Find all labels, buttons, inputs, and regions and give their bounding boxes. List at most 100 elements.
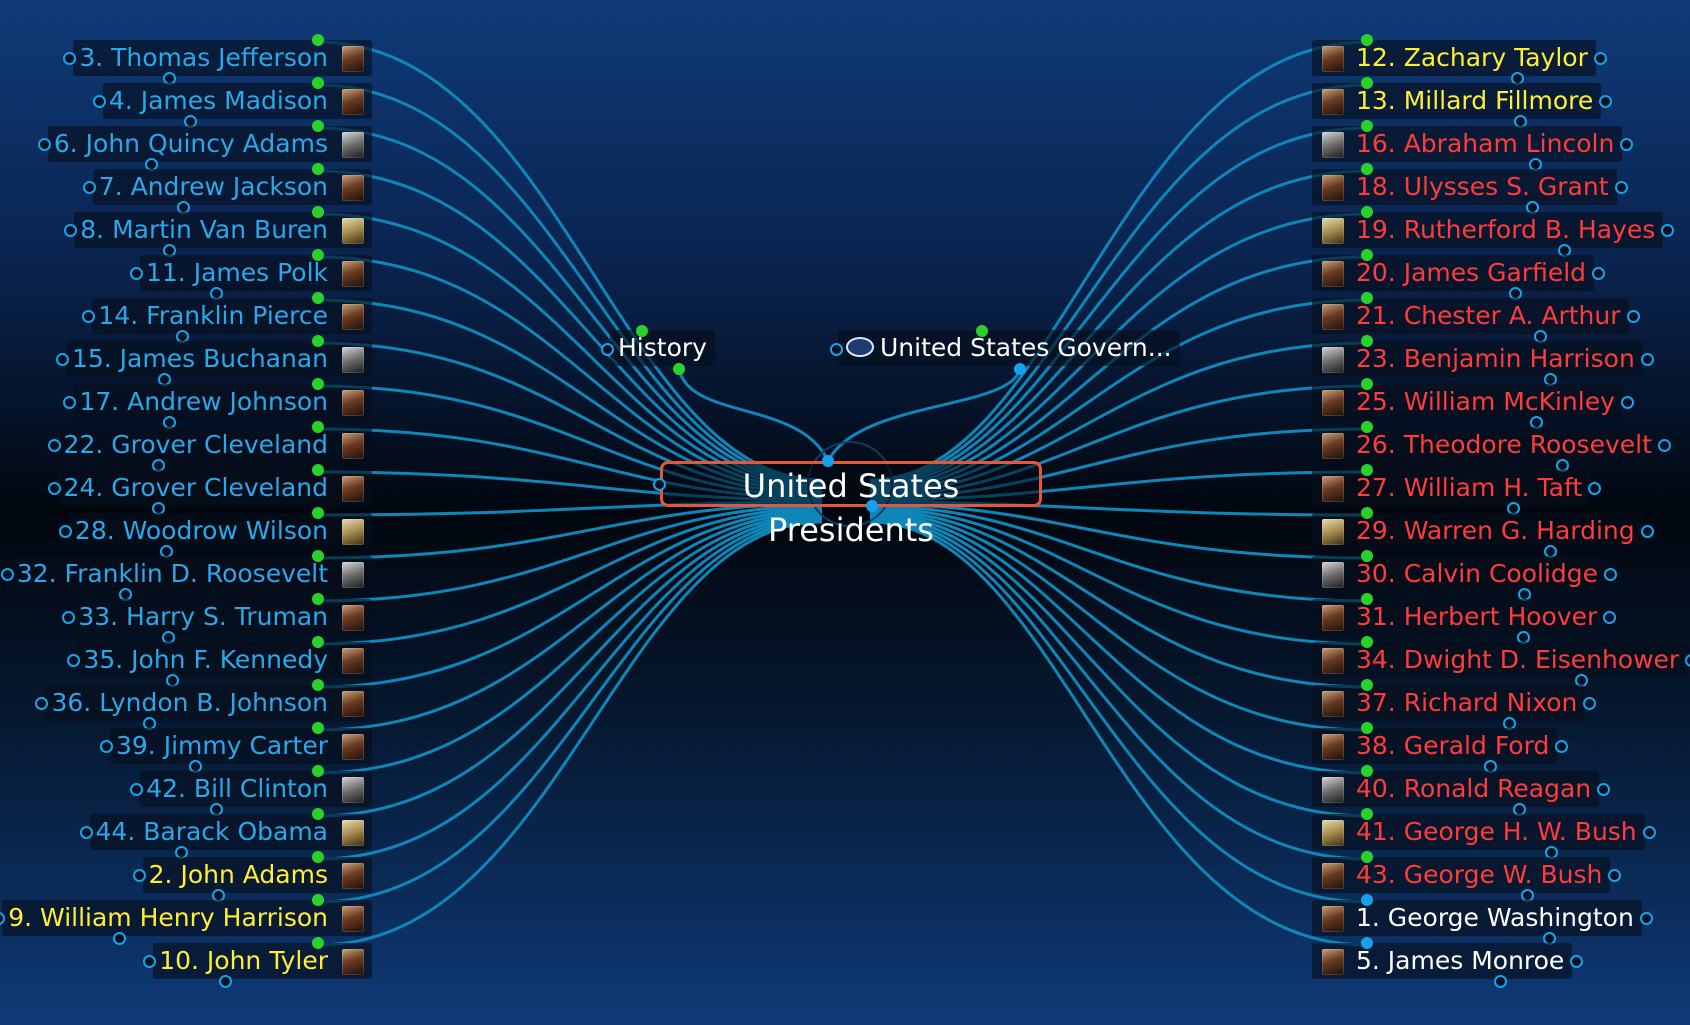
right-branch-link-connector[interactable]	[1361, 808, 1373, 820]
left-branch-link-connector[interactable]	[312, 464, 324, 476]
left-branch-outer-connector[interactable]	[93, 95, 106, 108]
central-left-connector[interactable]	[653, 478, 666, 491]
left-branch-outer-connector[interactable]	[133, 869, 146, 882]
topic-united-states-government[interactable]: United States Govern...	[838, 330, 1180, 366]
left-branch-outer-connector[interactable]	[1, 568, 14, 581]
right-branch-link-connector[interactable]	[1361, 722, 1373, 734]
left-branch-node[interactable]: 24. Grover Cleveland	[57, 470, 372, 506]
right-branch-node[interactable]: 40. Ronald Reagan	[1312, 771, 1600, 807]
right-branch-link-connector[interactable]	[1361, 894, 1373, 906]
left-branch-outer-connector[interactable]	[130, 267, 143, 280]
left-branch-link-connector[interactable]	[312, 249, 324, 261]
right-branch-link-connector[interactable]	[1361, 636, 1373, 648]
right-branch-outer-connector[interactable]	[1643, 826, 1656, 839]
left-branch-node[interactable]: 7. Andrew Jackson	[92, 169, 372, 205]
government-left-connector[interactable]	[830, 343, 843, 356]
left-branch-outer-connector[interactable]	[62, 611, 75, 624]
left-branch-node[interactable]: 4. James Madison	[102, 83, 372, 119]
right-branch-link-connector[interactable]	[1361, 593, 1373, 605]
left-branch-link-connector[interactable]	[312, 34, 324, 46]
left-branch-node[interactable]: 42. Bill Clinton	[140, 771, 372, 807]
left-branch-node[interactable]: 28. Woodrow Wilson	[68, 513, 372, 549]
right-branch-outer-connector[interactable]	[1592, 267, 1605, 280]
right-branch-link-connector[interactable]	[1361, 163, 1373, 175]
right-branch-link-connector[interactable]	[1361, 34, 1373, 46]
right-branch-outer-connector[interactable]	[1603, 611, 1616, 624]
left-branch-outer-connector[interactable]	[63, 52, 76, 65]
right-branch-node[interactable]: 27. William H. Taft	[1312, 470, 1591, 506]
left-branch-outer-connector[interactable]	[35, 697, 48, 710]
right-branch-outer-connector[interactable]	[1627, 310, 1640, 323]
right-branch-outer-connector[interactable]	[1608, 869, 1621, 882]
right-branch-outer-connector[interactable]	[1658, 439, 1671, 452]
right-branch-bottom-connector[interactable]	[1494, 975, 1507, 988]
left-branch-link-connector[interactable]	[312, 550, 324, 562]
central-top-connector[interactable]	[822, 455, 834, 467]
left-branch-node[interactable]: 3. Thomas Jefferson	[73, 40, 372, 76]
history-bottom-connector[interactable]	[673, 363, 685, 375]
right-branch-node[interactable]: 38. Gerald Ford	[1312, 728, 1558, 764]
left-branch-outer-connector[interactable]	[64, 224, 77, 237]
right-branch-link-connector[interactable]	[1361, 937, 1373, 949]
left-branch-link-connector[interactable]	[312, 593, 324, 605]
right-branch-outer-connector[interactable]	[1621, 396, 1634, 409]
topic-history[interactable]: History	[610, 330, 715, 366]
central-topic[interactable]: United States Presidents	[660, 461, 1042, 549]
right-branch-link-connector[interactable]	[1361, 206, 1373, 218]
right-branch-link-connector[interactable]	[1361, 507, 1373, 519]
right-branch-link-connector[interactable]	[1361, 120, 1373, 132]
right-branch-outer-connector[interactable]	[1597, 783, 1610, 796]
right-branch-outer-connector[interactable]	[1641, 525, 1654, 538]
left-branch-link-connector[interactable]	[312, 292, 324, 304]
right-branch-link-connector[interactable]	[1361, 679, 1373, 691]
left-branch-node[interactable]: 11. James Polk	[139, 255, 372, 291]
history-left-connector[interactable]	[601, 343, 614, 356]
right-branch-node[interactable]: 31. Herbert Hoover	[1312, 599, 1606, 635]
left-branch-link-connector[interactable]	[312, 636, 324, 648]
right-branch-outer-connector[interactable]	[1599, 95, 1612, 108]
left-branch-node[interactable]: 14. Franklin Pierce	[92, 298, 372, 334]
right-branch-outer-connector[interactable]	[1640, 912, 1653, 925]
right-branch-outer-connector[interactable]	[1583, 697, 1596, 710]
right-branch-node[interactable]: 13. Millard Fillmore	[1312, 83, 1602, 119]
right-branch-node[interactable]: 20. James Garfield	[1312, 255, 1595, 291]
left-branch-outer-connector[interactable]	[48, 482, 61, 495]
right-branch-node[interactable]: 37. Richard Nixon	[1312, 685, 1586, 721]
left-branch-node[interactable]: 6. John Quincy Adams	[47, 126, 372, 162]
right-branch-outer-connector[interactable]	[1661, 224, 1674, 237]
right-branch-link-connector[interactable]	[1361, 77, 1373, 89]
right-branch-link-connector[interactable]	[1361, 851, 1373, 863]
left-branch-outer-connector[interactable]	[83, 181, 96, 194]
right-branch-outer-connector[interactable]	[1685, 654, 1690, 667]
right-branch-node[interactable]: 30. Calvin Coolidge	[1312, 556, 1607, 592]
left-branch-outer-connector[interactable]	[100, 740, 113, 753]
left-branch-node[interactable]: 15. James Buchanan	[65, 341, 372, 377]
right-branch-node[interactable]: 25. William McKinley	[1312, 384, 1623, 420]
left-branch-node[interactable]: 8. Martin Van Buren	[74, 212, 372, 248]
right-branch-node[interactable]: 5. James Monroe	[1312, 943, 1573, 979]
left-branch-node[interactable]: 9. William Henry Harrison	[2, 900, 372, 936]
right-branch-outer-connector[interactable]	[1620, 138, 1633, 151]
left-branch-node[interactable]: 17. Andrew Johnson	[73, 384, 372, 420]
right-branch-outer-connector[interactable]	[1604, 568, 1617, 581]
left-branch-bottom-connector[interactable]	[113, 932, 126, 945]
left-branch-link-connector[interactable]	[312, 421, 324, 433]
left-branch-link-connector[interactable]	[312, 378, 324, 390]
left-branch-outer-connector[interactable]	[130, 783, 143, 796]
left-branch-outer-connector[interactable]	[143, 955, 156, 968]
right-branch-outer-connector[interactable]	[1594, 52, 1607, 65]
right-branch-node[interactable]: 41. George H. W. Bush	[1312, 814, 1645, 850]
history-top-connector[interactable]	[636, 325, 648, 337]
right-branch-node[interactable]: 43. George W. Bush	[1312, 857, 1611, 893]
left-branch-link-connector[interactable]	[312, 206, 324, 218]
left-branch-link-connector[interactable]	[312, 851, 324, 863]
left-branch-link-connector[interactable]	[312, 77, 324, 89]
right-branch-link-connector[interactable]	[1361, 335, 1373, 347]
left-branch-node[interactable]: 32. Franklin D. Roosevelt	[10, 556, 372, 592]
right-branch-node[interactable]: 29. Warren G. Harding	[1312, 513, 1643, 549]
right-branch-node[interactable]: 19. Rutherford B. Hayes	[1312, 212, 1664, 248]
left-branch-link-connector[interactable]	[312, 163, 324, 175]
left-branch-link-connector[interactable]	[312, 722, 324, 734]
right-branch-link-connector[interactable]	[1361, 421, 1373, 433]
